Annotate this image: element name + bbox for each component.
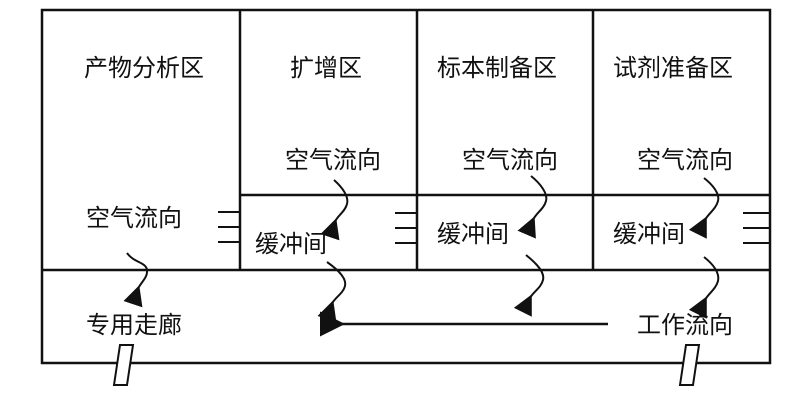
door-right xyxy=(678,344,701,386)
outer-wall xyxy=(40,8,772,365)
air-arrow-2 xyxy=(320,179,349,241)
buffer-label-3: 缓冲间 xyxy=(613,220,685,248)
vent-marks xyxy=(218,211,770,244)
air-flow-arrows xyxy=(123,175,720,323)
room-label-amplification: 扩增区 xyxy=(290,54,362,82)
buffer-label-1: 缓冲间 xyxy=(255,230,327,258)
room-label-product-analysis: 产物分析区 xyxy=(84,54,204,82)
corridor-label: 专用走廊 xyxy=(86,311,182,339)
room-label-reagent-prep: 试剂准备区 xyxy=(613,54,733,82)
buffer-label-2: 缓冲间 xyxy=(437,220,509,248)
air-flow-label-specimen: 空气流向 xyxy=(462,146,558,174)
air-arrow-4 xyxy=(517,175,548,239)
air-arrow-7 xyxy=(688,256,720,319)
air-arrow-1 xyxy=(123,252,149,308)
work-flow-label: 工作流向 xyxy=(637,311,733,339)
air-arrow-3 xyxy=(317,261,347,323)
air-flow-label-product: 空气流向 xyxy=(86,204,182,232)
air-flow-label-reagent: 空气流向 xyxy=(637,146,733,174)
door-left xyxy=(112,344,135,386)
room-label-specimen-prep: 标本制备区 xyxy=(437,54,557,82)
air-arrow-6 xyxy=(688,177,720,239)
doors xyxy=(112,344,701,386)
air-arrow-5 xyxy=(513,254,545,317)
air-flow-label-amplification: 空气流向 xyxy=(285,146,381,174)
